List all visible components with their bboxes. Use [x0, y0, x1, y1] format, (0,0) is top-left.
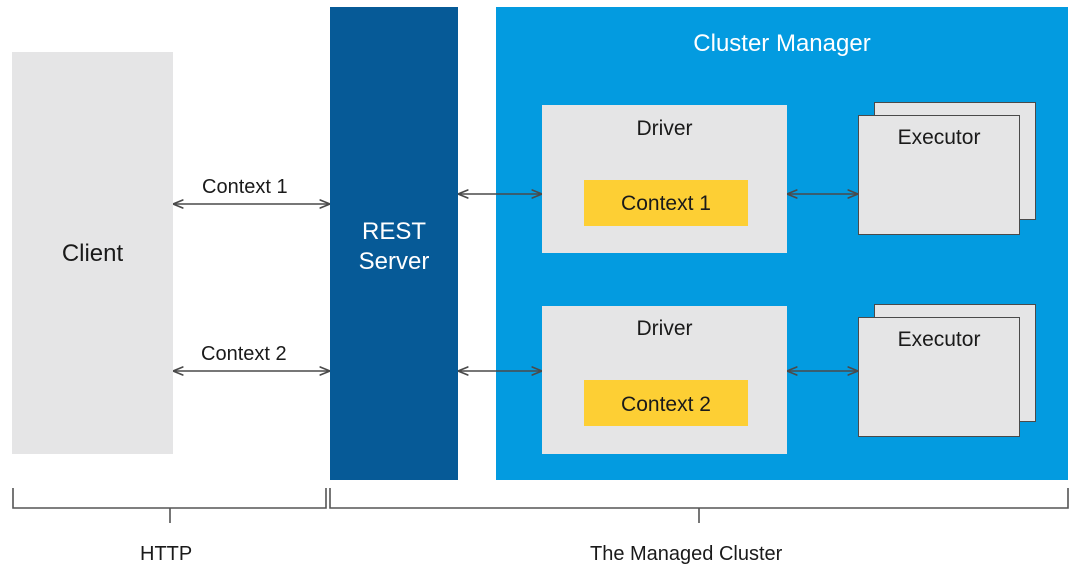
rest-server-label-line1: REST	[361, 218, 426, 245]
http-context-label-1: Context 1	[202, 176, 288, 198]
client-box	[12, 52, 173, 454]
context-label-2: Context 2	[621, 393, 711, 416]
executor-label-1: Executor	[897, 126, 981, 149]
managed-cluster-bracket-label: The Managed Cluster	[590, 543, 783, 565]
rest-server-label-line2: Server	[358, 248, 430, 275]
driver-title-2: Driver	[636, 317, 693, 340]
cluster-manager-title: Cluster Manager	[693, 30, 871, 57]
executor-label-2: Executor	[897, 328, 981, 351]
context-label-1: Context 1	[621, 192, 711, 215]
client-label: Client	[61, 240, 124, 267]
context-box-2	[584, 380, 748, 426]
driver-box-1	[542, 105, 787, 253]
executor-box-2	[858, 317, 1020, 437]
driver-title-1: Driver	[636, 117, 693, 140]
rest-server-box	[330, 7, 458, 480]
context-box-1	[584, 180, 748, 226]
http-context-label-2: Context 2	[201, 343, 287, 365]
http-bracket	[12, 488, 327, 523]
executor-box-1	[858, 115, 1020, 235]
rest-server-label: REST Server	[330, 217, 458, 277]
managed-cluster-bracket	[329, 488, 1069, 523]
http-bracket-label: HTTP	[140, 543, 193, 565]
